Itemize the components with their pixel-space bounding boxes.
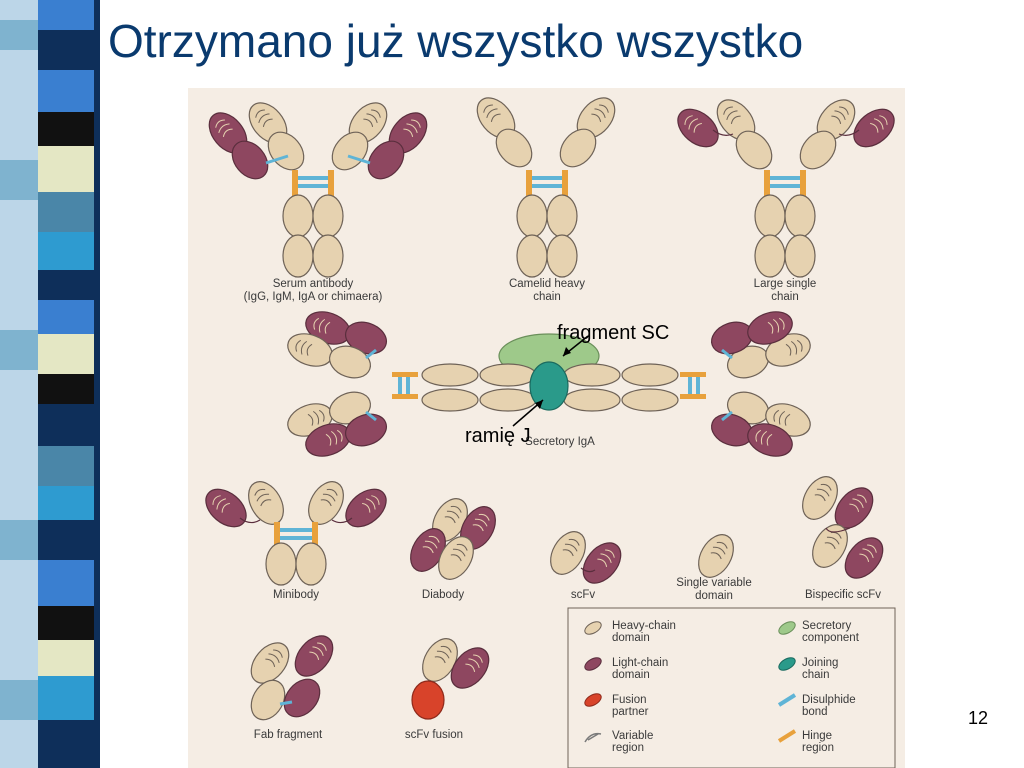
strip-block (38, 232, 94, 270)
strip-block (38, 640, 94, 676)
strip-block (38, 300, 94, 334)
strip-base (0, 0, 38, 768)
legend-heavy-chain-domain: domain (612, 632, 650, 644)
strip-block (38, 112, 94, 146)
scfv-diagram (542, 524, 629, 591)
label-serum-antibody: Serum antibody (273, 278, 354, 290)
strip-block (0, 160, 38, 200)
legend-light-chain: Light-chain (612, 657, 668, 669)
strip-block (38, 560, 94, 606)
label-scfv-fusion: scFv fusion (405, 729, 463, 741)
strip-block (0, 680, 38, 720)
legend-disulphide: Disulphide (802, 694, 856, 706)
label-fab-fragment: Fab fragment (254, 729, 323, 741)
diabody-diagram (402, 491, 504, 587)
strip-block (38, 146, 94, 192)
label-camelid-heavy: Camelid heavy (509, 278, 585, 290)
strip-block (38, 404, 94, 446)
legend-variable-region: region (612, 742, 644, 754)
label-large-single: Large single (754, 278, 817, 290)
strip-block (38, 606, 94, 640)
legend-fusion-partner: partner (612, 706, 649, 718)
page-number: 12 (967, 708, 988, 728)
minibody-diagram (198, 474, 394, 586)
annotation-ramie-j: ramię J (465, 425, 531, 447)
legend-variable: Variable (612, 730, 653, 742)
label-camelid-chain: chain (533, 291, 561, 303)
antibody-diagram: Serum antibody (IgG, IgM, IgA or chimaer… (198, 90, 902, 768)
decorative-left-strip (0, 0, 110, 768)
strip-block (0, 330, 38, 370)
heavy-chain-domain-icon (584, 621, 602, 635)
label-secretory-iga: Secretory IgA (525, 436, 595, 448)
joining-chain (529, 361, 569, 411)
legend-secretory-component: component (802, 632, 860, 644)
strip-block (38, 270, 94, 300)
legend-disulphide-bond: bond (802, 706, 828, 718)
legend-joining: Joining (802, 657, 838, 669)
strip-edge (94, 0, 100, 768)
single-variable-domain-diagram (690, 527, 742, 585)
annotation-fragment-sc: fragment SC (557, 322, 670, 344)
joining-chain-icon (778, 657, 796, 671)
strip-block (38, 520, 94, 560)
legend-secretory: Secretory (802, 620, 851, 632)
camelid-heavy-chain-diagram (469, 90, 623, 278)
large-single-chain-diagram (670, 92, 902, 278)
legend-hinge: Hinge (802, 730, 832, 742)
strip-block (38, 374, 94, 404)
strip-block (0, 520, 38, 560)
slide-title: Otrzymano już wszystko wszystko (108, 15, 804, 67)
bispecific-scfv-diagram (794, 469, 891, 586)
strip-block (38, 0, 98, 30)
secretory-component-icon (778, 621, 796, 635)
strip-block (38, 720, 94, 768)
label-single-variable: Single variable (676, 577, 751, 589)
strip-block (38, 334, 94, 374)
scfv-fusion-diagram (411, 631, 497, 720)
variable-region-icon (584, 732, 602, 743)
strip-block (38, 486, 94, 520)
arrowhead-fragment-sc (563, 347, 571, 356)
legend-fusion: Fusion (612, 694, 647, 706)
label-large-single-chain: chain (771, 291, 799, 303)
strip-block (38, 30, 94, 70)
fusion-partner (411, 680, 445, 720)
legend-light-chain-domain: domain (612, 669, 650, 681)
disulphide-bond-icon (777, 693, 797, 707)
label-diabody: Diabody (422, 589, 464, 601)
label-serum-antibody-types: (IgG, IgM, IgA or chimaera) (244, 291, 383, 303)
legend-joining-chain: chain (802, 669, 830, 681)
strip-block (0, 20, 38, 50)
fusion-partner-icon (584, 693, 602, 707)
label-minibody: Minibody (273, 589, 319, 601)
serum-antibody-diagram (201, 95, 435, 278)
legend-heavy-chain: Heavy-chain (612, 620, 676, 632)
antibody-formats-figure: Serum antibody (IgG, IgM, IgA or chimaer… (188, 88, 905, 768)
fab-fragment-diagram (243, 628, 341, 727)
strip-block (38, 446, 94, 486)
legend: Heavy-chain domain Secretory component L… (567, 607, 896, 768)
label-scfv: scFv (571, 589, 596, 601)
secretory-iga-diagram (282, 305, 816, 463)
legend-hinge-region: region (802, 742, 834, 754)
label-single-variable-domain: domain (695, 590, 733, 602)
hinge-region-icon (777, 729, 797, 743)
light-chain-domain-icon (584, 657, 602, 671)
strip-block (38, 192, 94, 232)
label-bispecific-scfv: Bispecific scFv (805, 589, 881, 601)
strip-block (38, 676, 94, 720)
strip-block (38, 70, 94, 112)
arrowhead-ramie-j (535, 400, 543, 409)
